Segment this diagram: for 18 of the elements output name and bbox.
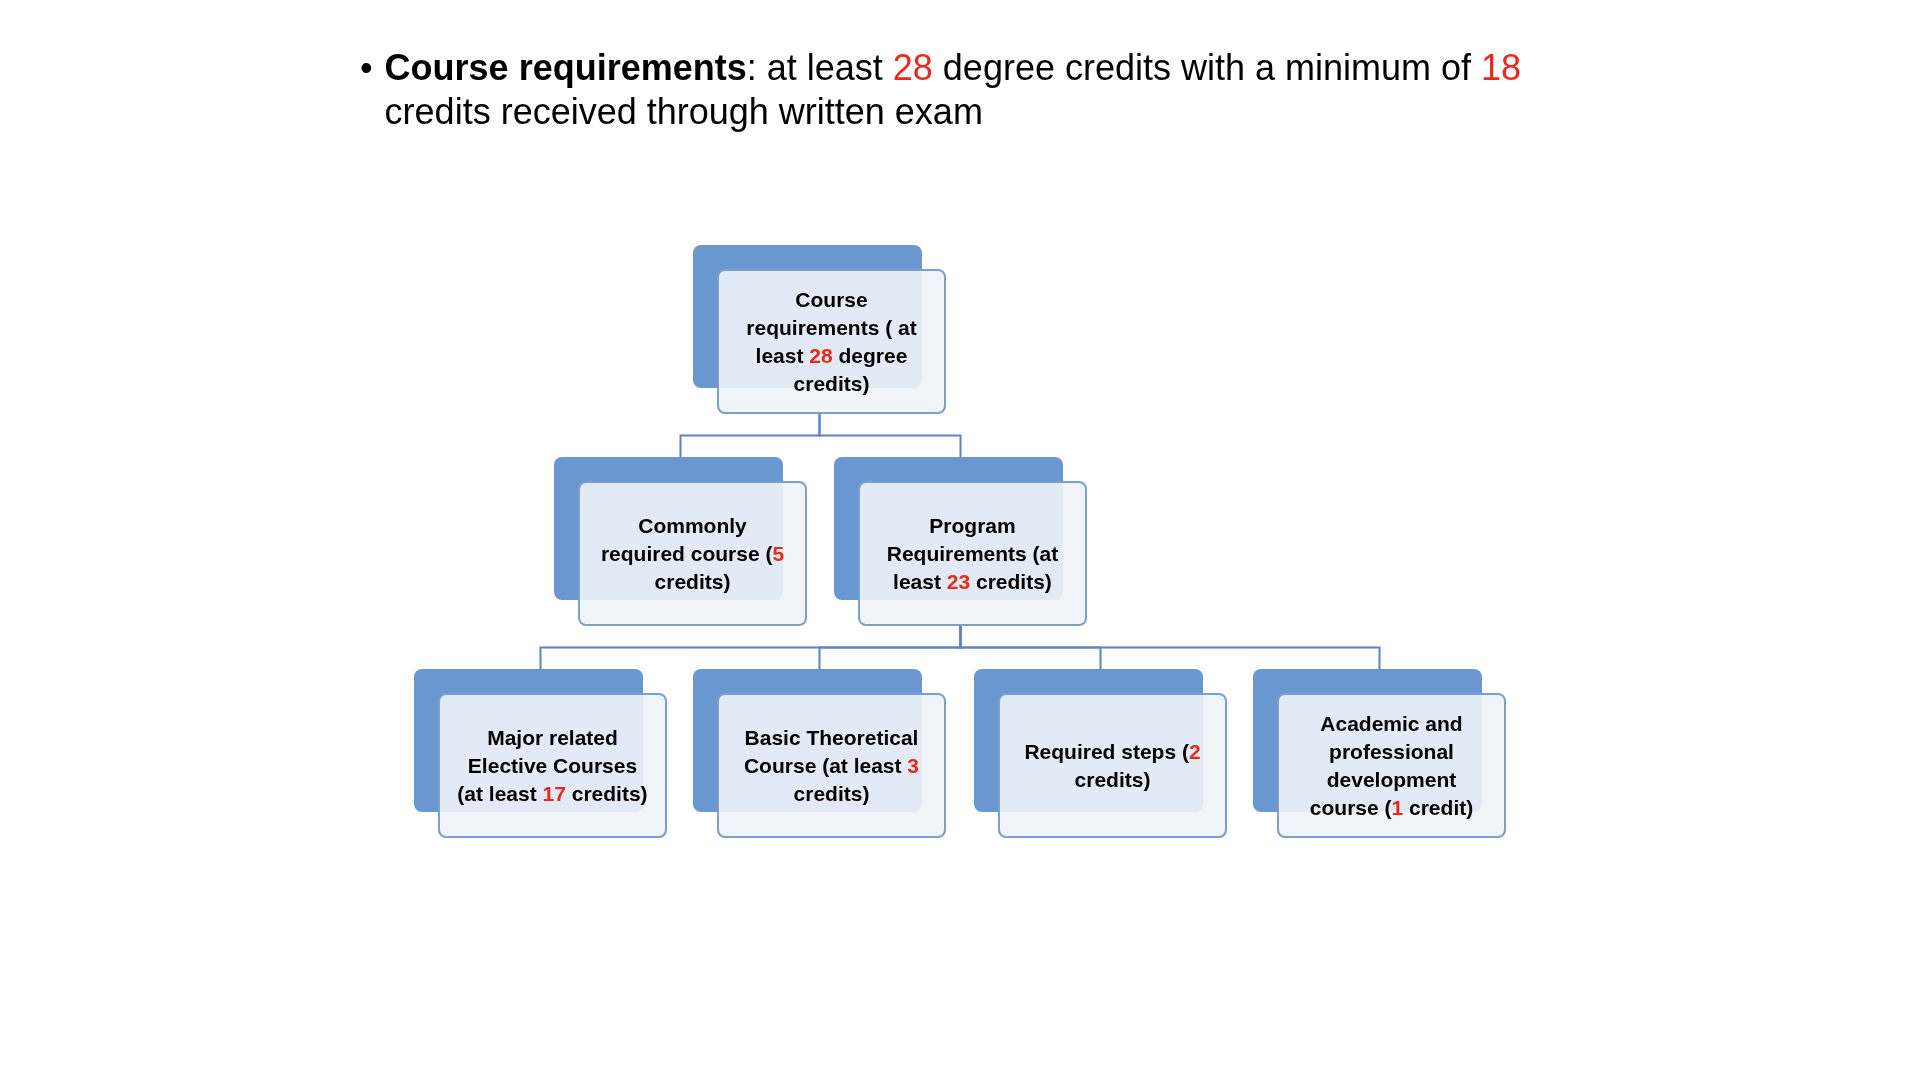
connector-line (818, 413, 962, 458)
card-label: Required steps (2 credits) (1023, 738, 1202, 793)
card-label: Major related Elective Courses (at least 17 credits) (456, 724, 649, 807)
bullet-text: Course requirements: at least 28 degree credits with a minimum of 18 credits received through written exam (384, 46, 1523, 134)
connector-line (959, 625, 1381, 670)
stacked-card (974, 669, 1227, 838)
stacked-card (414, 669, 667, 838)
card-label: Course requirements ( at least 28 degree credits) (745, 286, 918, 397)
stacked-card (554, 457, 807, 626)
stacked-card (693, 245, 946, 414)
card-label: Commonly required course (5 credits) (599, 512, 786, 595)
bullet-mark: • (360, 46, 373, 90)
stacked-card (1253, 669, 1506, 838)
stacked-card (834, 457, 1087, 626)
stacked-card (693, 669, 946, 838)
card-label: Academic and professional development course (1 credit) (1308, 710, 1475, 821)
card-label: Program Requirements (at least 23 credits) (885, 512, 1060, 595)
card-label: Basic Theoretical Course (at least 3 credits) (742, 724, 921, 807)
